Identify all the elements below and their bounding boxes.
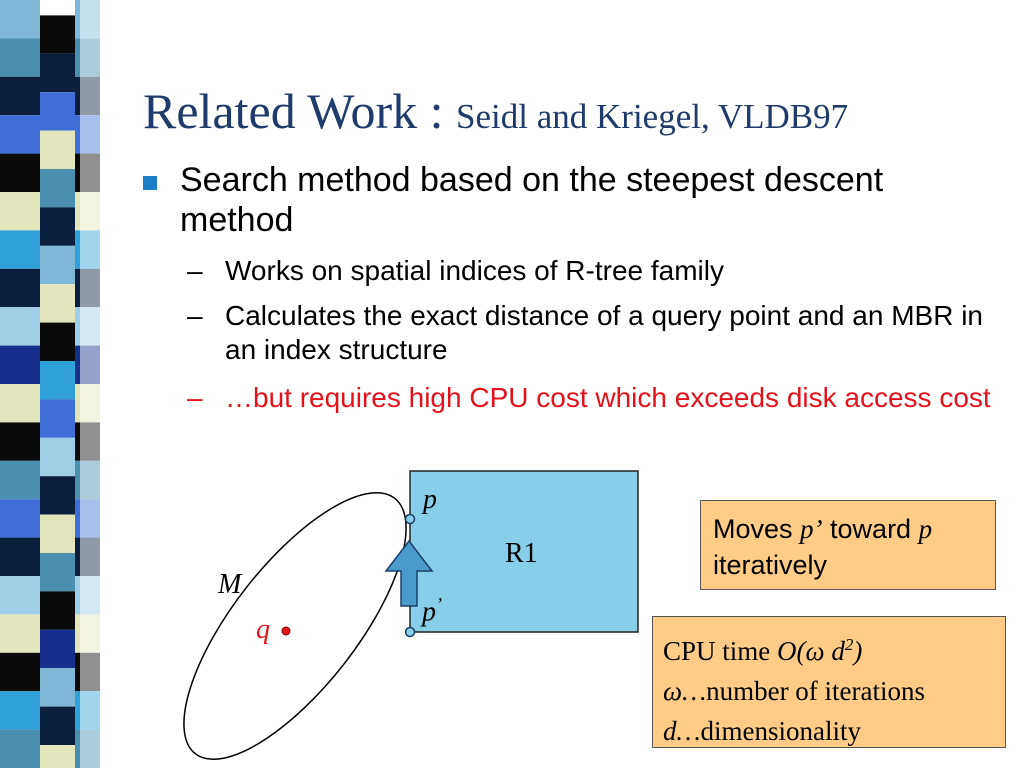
- point-p-prime: [404, 626, 416, 638]
- subbullet-1: Works on spatial indices of R-tree famil…: [225, 255, 724, 286]
- note-cpu-time: CPU time O(ω d2) ω…number of iterations …: [652, 616, 1006, 748]
- label-q: q: [256, 614, 270, 645]
- bullet-square-icon: [143, 176, 157, 190]
- label-p: p: [423, 484, 437, 515]
- subbullet-3: …but requires high CPU cost which exceed…: [225, 382, 991, 413]
- point-p: [404, 513, 416, 525]
- note-moves: Moves p’ toward p iteratively: [700, 500, 996, 590]
- bullet-main: Search method based on the steepest desc…: [180, 161, 884, 239]
- decorative-stripe: [0, 0, 100, 768]
- dash-1: –: [187, 255, 203, 286]
- title-main: Related Work :: [143, 83, 457, 139]
- title-sub: Seidl and Kriegel, VLDB97: [456, 97, 849, 136]
- subbullet-2: Calculates the exact distance of a query…: [225, 300, 983, 365]
- label-m: M: [218, 569, 242, 600]
- label-p-prime: p’: [422, 594, 442, 628]
- dash-2: –: [187, 300, 203, 331]
- dash-3: –: [187, 382, 203, 413]
- slide-title: Related Work : Seidl and Kriegel, VLDB97: [143, 82, 848, 140]
- ellipse-m: [183, 492, 407, 760]
- label-r1: R1: [505, 538, 538, 569]
- point-q: [281, 626, 291, 636]
